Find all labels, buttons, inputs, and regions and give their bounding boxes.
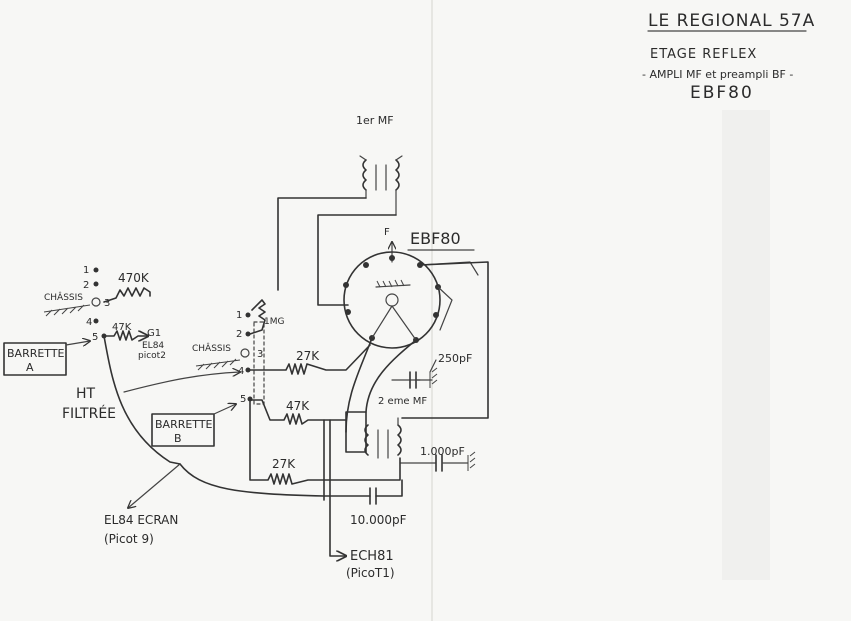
strip-a-pin-3: 3 <box>104 298 110 309</box>
header-tube: EBF80 <box>690 83 754 103</box>
strip-b-chassis-ground <box>195 358 241 371</box>
barrette-a-box: BARRETTE A <box>3 342 67 376</box>
pin-label-f: F <box>384 227 390 238</box>
strip-b-pin-4: 4 <box>238 366 244 377</box>
bleed-through-area <box>722 110 770 580</box>
capacitor-1000pf <box>399 451 476 472</box>
ht-arrow <box>123 372 240 393</box>
strip-a-pin-5: 5 <box>92 332 98 343</box>
header-description: - AMPLI MF et preampli BF - <box>642 68 793 81</box>
strip-b-pin-3: 3 <box>257 349 263 360</box>
strip-a-chassis-label: CHÂSSIS <box>44 291 83 303</box>
capacitor-250pf <box>391 367 438 389</box>
wire-right-rail <box>401 261 489 419</box>
ht-label-line-1: HT <box>76 386 96 402</box>
resistor-1mg <box>249 299 266 335</box>
el84-label: EL84 <box>142 341 164 351</box>
el84-screen-label: EL84 ECRAN <box>104 513 178 527</box>
ech81-label: ECH81 <box>350 549 394 564</box>
top-if-transformer <box>359 155 403 216</box>
resistor-27k-bottom-label: 27K <box>272 457 296 471</box>
second-if-transformer <box>345 411 402 459</box>
wire-cathode <box>345 337 373 433</box>
strip-b-chassis-label: CHÂSSIS <box>192 342 231 354</box>
capacitor-label-1000pf: 1.000pF <box>420 445 465 458</box>
resistor-27k-top-label: 27K <box>296 349 320 363</box>
capacitor-10000pf <box>179 463 403 505</box>
header-subtitle: ETAGE REFLEX <box>650 47 757 62</box>
strip-a-pin-2: 2 <box>83 280 89 291</box>
strip-b-pin-5: 5 <box>240 394 246 405</box>
top-transformer-label: 1er MF <box>356 114 394 127</box>
picot-label: picot2 <box>138 351 166 361</box>
wire-to-ech81 <box>329 419 346 556</box>
resistor-47k-a <box>103 330 148 340</box>
barrette-a-letter: A <box>26 361 34 374</box>
wire-top-left <box>277 197 367 291</box>
barrette-b-title: BARRETTE <box>155 418 213 431</box>
el84-screen-picot: (Picot 9) <box>104 532 154 546</box>
resistor-47k-b <box>249 399 347 425</box>
second-transformer-label: 2 eme MF <box>378 396 427 407</box>
tube-label: EBF80 <box>410 229 461 248</box>
capacitor-250pf-leader <box>429 359 437 373</box>
wire-plate <box>365 339 417 413</box>
resistor-47k-b-label: 47K <box>286 399 310 413</box>
strip-b-pin-2: 2 <box>236 329 242 340</box>
g1-label: G1 <box>147 328 161 339</box>
strip-b-pin-1: 1 <box>236 310 242 321</box>
barrette-b-arrow <box>213 404 236 415</box>
strip-a-pin-1: 1 <box>83 265 89 276</box>
el84-screen-arrow <box>128 463 181 508</box>
wire-grid-lead <box>317 214 397 306</box>
header-title: LE REGIONAL 57A <box>648 11 815 31</box>
ht-label-line-2: FILTRÉE <box>62 405 116 422</box>
barrette-a-title: BARRETTE <box>7 347 65 360</box>
wire-ht-loop <box>103 335 181 465</box>
ech81-picot: (PicoT1) <box>346 566 395 580</box>
resistor-470k-label: 470K <box>118 271 150 285</box>
barrette-b-box: BARRETTE B <box>151 413 215 447</box>
strip-a-chassis-ground <box>43 304 91 317</box>
capacitor-label-10000pf: 10.000pF <box>350 513 407 527</box>
resistor-470k <box>103 287 151 303</box>
capacitor-label-250pf: 250pF <box>438 352 472 365</box>
resistor-27k-bottom <box>249 399 401 485</box>
resistor-27k-top <box>249 344 371 375</box>
strip-a-pin-4: 4 <box>86 317 92 328</box>
barrette-b-letter: B <box>174 432 182 445</box>
resistor-47k-a-label: 47K <box>112 322 132 333</box>
ebf80-tube-socket <box>343 251 479 349</box>
strip-b-mg-label: 1MG <box>264 317 284 327</box>
barrette-a-arrow <box>65 341 90 345</box>
barrette-b-strip <box>240 312 265 405</box>
